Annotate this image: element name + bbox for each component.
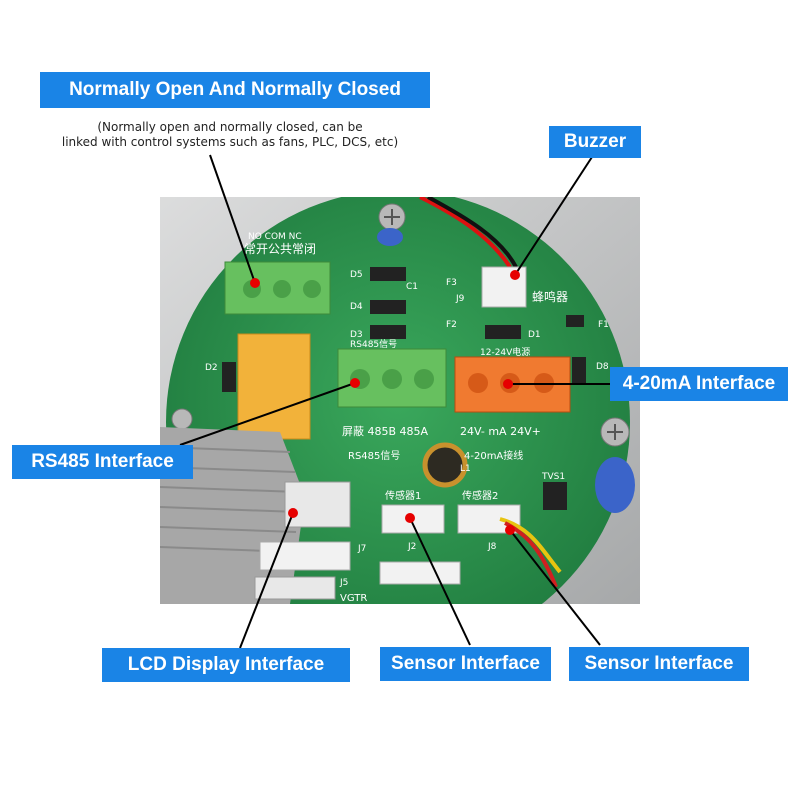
silk-d1: D1	[528, 330, 541, 340]
relay-label: Normally Open And Normally Closed	[40, 72, 430, 108]
circuit-board-photo: NO COM NC 常开公共常闭 蜂鸣器 RS485信号 屏蔽 485B 485…	[160, 197, 640, 604]
buzzer-label: Buzzer	[549, 126, 641, 158]
silk-rs485-pins: 屏蔽 485B 485A	[342, 425, 429, 438]
silk-f2: F2	[446, 320, 457, 330]
silk-relay-cn: 常开公共常闭	[244, 242, 316, 256]
silk-rs485-cn: RS485信号	[348, 450, 400, 462]
sensor-interface-label-2: Sensor Interface	[569, 647, 749, 681]
silk-no-com-nc: NO COM NC	[248, 232, 302, 242]
silk-f1: F1	[598, 320, 609, 330]
silk-f3: F3	[446, 278, 457, 288]
silk-current-cn: 4-20mA接线	[464, 449, 523, 462]
lcd-connector	[284, 481, 351, 528]
silk-tvs1: TVS1	[541, 472, 565, 482]
sensor-interface-label-1: Sensor Interface	[380, 647, 551, 681]
silk-d4: D4	[350, 302, 363, 312]
silk-j8: J8	[487, 542, 497, 552]
silk-j2: J2	[407, 542, 416, 552]
sensor-connector-2	[457, 504, 521, 534]
silk-power-header: 12-24V电源	[480, 346, 530, 358]
silk-d2: D2	[205, 363, 218, 373]
relay-component	[237, 333, 311, 440]
silk-rs485-header: RS485信号	[350, 338, 397, 350]
relay-note-line1: (Normally open and normally closed, can …	[97, 120, 363, 134]
inductor	[422, 442, 468, 488]
silk-c1: C1	[406, 282, 418, 292]
relay-note: (Normally open and normally closed, can …	[20, 120, 440, 150]
buzzer-connector	[481, 266, 527, 308]
silk-l1: L1	[460, 464, 471, 474]
sensor-connector-1	[381, 504, 445, 534]
silk-d5: D5	[350, 270, 363, 280]
silk-buzzer-cn: 蜂鸣器	[532, 289, 568, 304]
screw-left	[171, 408, 193, 430]
relay-note-line2: linked with control systems such as fans…	[61, 135, 399, 149]
silk-brand: VGTR	[340, 593, 367, 604]
silk-j5: J5	[339, 578, 348, 588]
silk-j7: J7	[357, 544, 366, 554]
silk-sensor2-cn: 传感器2	[462, 489, 498, 502]
current-interface-label: 4-20mA Interface	[610, 367, 788, 401]
lcd-display-interface-label: LCD Display Interface	[102, 648, 350, 682]
blue-capacitor-right	[595, 457, 635, 513]
silk-power-pins: 24V- mA 24V+	[460, 425, 541, 438]
blue-capacitor-top	[377, 228, 403, 246]
silk-d3: D3	[350, 330, 363, 340]
rs485-interface-label: RS485 Interface	[12, 445, 193, 479]
silk-d8: D8	[596, 362, 609, 372]
silk-sensor1-cn: 传感器1	[385, 489, 421, 502]
silk-j9: J9	[455, 294, 465, 304]
